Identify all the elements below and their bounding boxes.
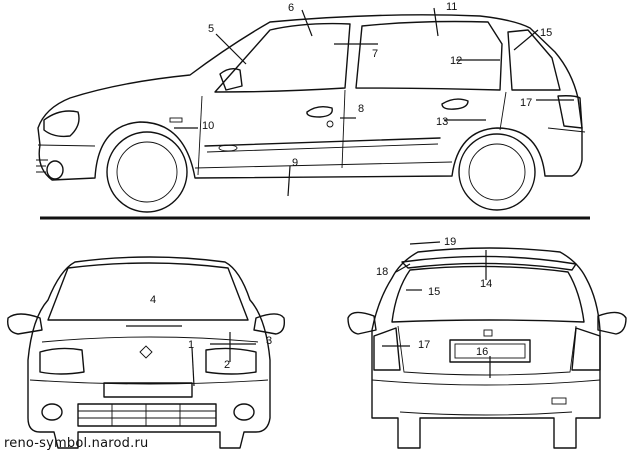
front-door-seam xyxy=(197,95,203,176)
tailgate-panel xyxy=(397,325,577,376)
side-body-outline xyxy=(37,14,583,181)
callout-12: 12 xyxy=(450,55,462,67)
front-number-plate xyxy=(103,382,193,398)
callout-2: 2 xyxy=(224,359,230,371)
front-door-handle xyxy=(306,105,333,118)
side-bumper-grille xyxy=(36,159,48,173)
rear-reflector xyxy=(551,397,567,405)
rear-bumper-top xyxy=(371,379,601,386)
front-lower-grille xyxy=(77,403,217,427)
callout-5: 5 xyxy=(208,23,214,35)
callout-7: 7 xyxy=(372,48,378,60)
rear-quarter-window xyxy=(507,29,561,91)
front-left-headlamp xyxy=(39,347,85,375)
callout-19: 19 xyxy=(444,236,456,248)
callout-6: 6 xyxy=(288,2,294,14)
side-rear-bumper-line xyxy=(547,127,586,133)
callout-10: 10 xyxy=(202,120,214,132)
front-bumper-top xyxy=(29,379,269,385)
rear-right-mirror xyxy=(597,311,627,335)
rear-wheel xyxy=(458,133,536,211)
callout-1: 1 xyxy=(188,339,194,351)
side-mirror xyxy=(219,67,243,91)
rear-left-tail-lamp xyxy=(373,327,401,371)
callout-3: 3 xyxy=(266,335,272,347)
callout-11: 11 xyxy=(446,1,457,13)
rear-number-plate-inner xyxy=(454,343,526,359)
rear-door-window xyxy=(355,20,503,91)
callout-13: 13 xyxy=(436,116,448,128)
callout-leaders xyxy=(126,7,574,387)
rear-spoiler xyxy=(401,255,577,271)
callout-16: 16 xyxy=(476,346,488,358)
front-left-mirror xyxy=(7,313,43,335)
rear-bumper-bottom xyxy=(399,411,573,416)
side-badge xyxy=(169,117,183,123)
front-wheel-rim xyxy=(116,141,178,203)
front-windshield xyxy=(47,262,249,321)
callout-18: 18 xyxy=(376,266,388,278)
front-left-fog-lamp xyxy=(41,403,63,421)
rear-left-mirror xyxy=(347,311,377,335)
front-right-mirror xyxy=(253,313,286,335)
b-pillar-seam xyxy=(341,89,346,169)
callout-14: 14 xyxy=(480,278,492,290)
front-grille-slats xyxy=(78,404,216,426)
rear-door-seam xyxy=(499,91,507,131)
side-tail-lamp xyxy=(557,95,583,129)
side-bumper-line xyxy=(37,144,96,147)
sill-line xyxy=(194,161,453,169)
callout-17-rear: 17 xyxy=(418,339,430,351)
callout-17: 17 xyxy=(520,97,532,109)
callout-labels: 5 6 7 11 12 15 8 10 9 13 17 4 1 2 3 19 1… xyxy=(150,1,552,371)
callout-15: 15 xyxy=(540,27,552,39)
front-logo xyxy=(139,345,153,359)
front-right-fog-lamp xyxy=(233,403,255,421)
callout-4: 4 xyxy=(150,294,156,306)
rear-badge xyxy=(483,329,493,337)
front-wheel xyxy=(106,131,188,213)
callout-8: 8 xyxy=(358,103,364,115)
watermark-text: reno-symbol.narod.ru xyxy=(4,436,149,451)
callout-15-rear: 15 xyxy=(428,286,440,298)
side-protection-strip-lower xyxy=(206,143,439,153)
front-body-outline xyxy=(27,256,271,449)
side-repeater xyxy=(218,144,238,152)
door-lock xyxy=(326,120,334,128)
rear-wheel-rim xyxy=(468,143,526,201)
rear-window xyxy=(391,265,585,323)
front-view xyxy=(7,256,286,449)
side-protection-strip xyxy=(204,137,441,147)
side-view xyxy=(36,14,590,220)
rear-door-handle xyxy=(441,98,469,110)
rear-right-tail-lamp xyxy=(571,327,601,371)
callout-9: 9 xyxy=(292,157,298,169)
front-right-headlamp xyxy=(205,347,257,375)
front-door-window xyxy=(214,22,351,93)
side-fog-lamp xyxy=(46,160,64,180)
bonnet-edge xyxy=(41,336,259,343)
side-headlamp xyxy=(43,110,80,138)
